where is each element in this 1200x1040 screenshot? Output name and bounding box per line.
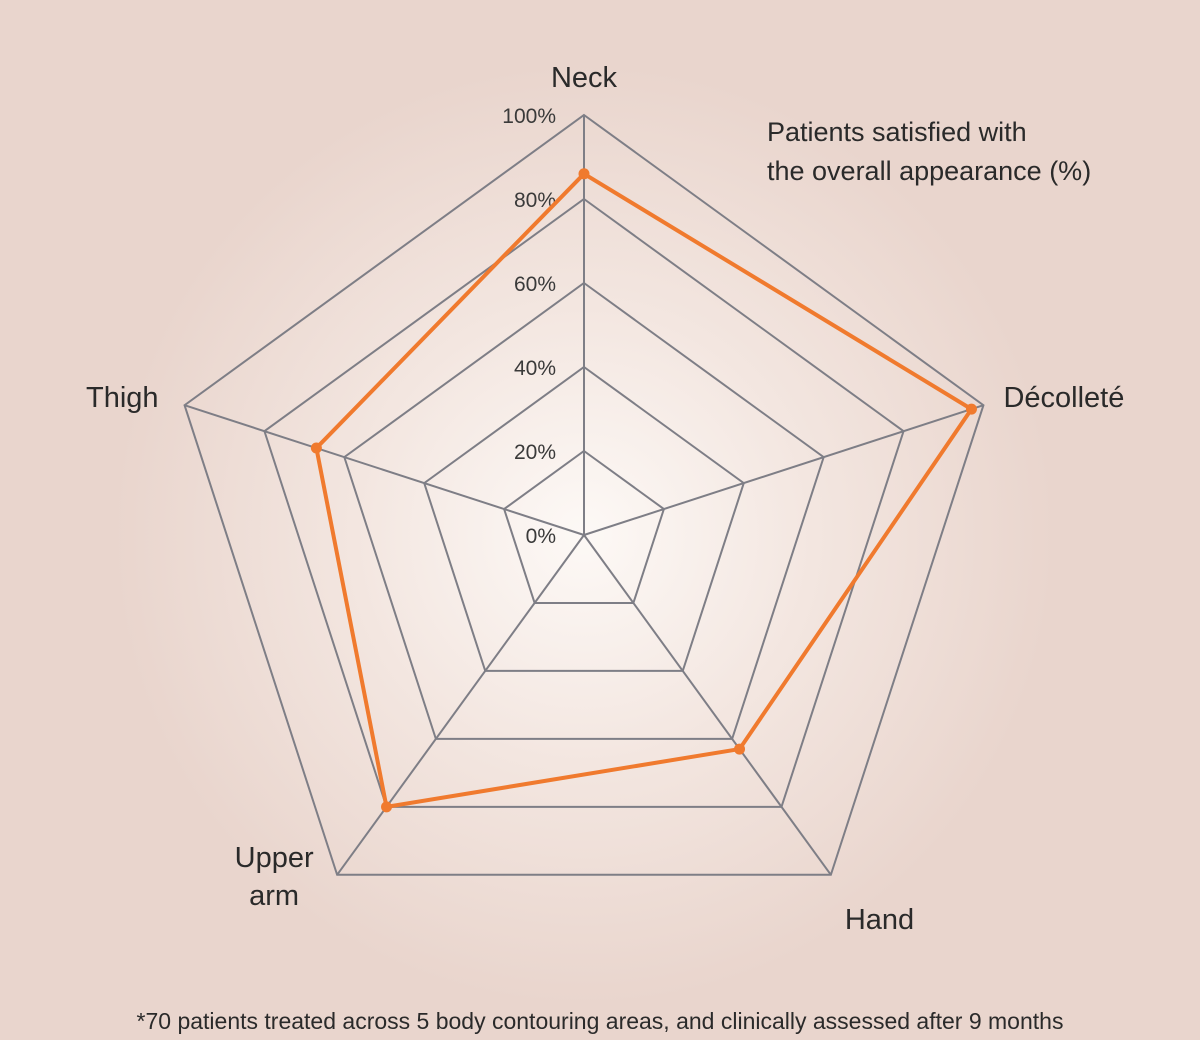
category-label: Thigh	[86, 382, 159, 414]
category-label: Hand	[845, 904, 914, 936]
grid-ring-40	[423, 365, 745, 672]
category-label-line: Neck	[551, 62, 618, 94]
r-tick-label: 100%	[502, 105, 556, 128]
r-tick-label: 20%	[514, 441, 556, 464]
category-label: Neck	[551, 62, 618, 94]
series-line	[314, 171, 975, 810]
category-label: Décolleté	[1003, 382, 1124, 414]
grid-ring-100	[183, 113, 985, 876]
r-tick-label: 80%	[514, 189, 556, 212]
r-tick-label: 60%	[514, 273, 556, 296]
data-point	[734, 743, 746, 755]
r-tick-label: 40%	[514, 357, 556, 380]
grid-ring-60	[343, 281, 825, 740]
data-point	[310, 442, 322, 454]
category-label: Upper arm	[235, 842, 314, 912]
category-label-line: Upper	[235, 842, 314, 874]
legend-label: Patients satisfied with the overall appea…	[767, 117, 1091, 186]
grid-ring-80	[263, 197, 905, 808]
grid-spoke	[583, 404, 984, 536]
data-point	[578, 168, 590, 180]
category-label-line: arm	[249, 880, 299, 912]
category-label-line: Thigh	[86, 382, 159, 414]
grid-ring-20	[502, 449, 666, 604]
category-label-line: Décolleté	[1003, 382, 1124, 414]
grid-spoke	[336, 534, 585, 876]
grid-spoke	[583, 534, 832, 876]
legend-line: the overall appearance (%)	[767, 156, 1091, 186]
data-point	[381, 801, 393, 813]
category-label-line: Hand	[845, 904, 914, 936]
data-point	[965, 403, 977, 415]
r-tick-label: 0%	[526, 525, 556, 548]
footnote: *70 patients treated across 5 body conto…	[136, 1008, 1064, 1034]
grid-spoke	[184, 404, 585, 536]
legend-line: Patients satisfied with	[767, 117, 1027, 147]
